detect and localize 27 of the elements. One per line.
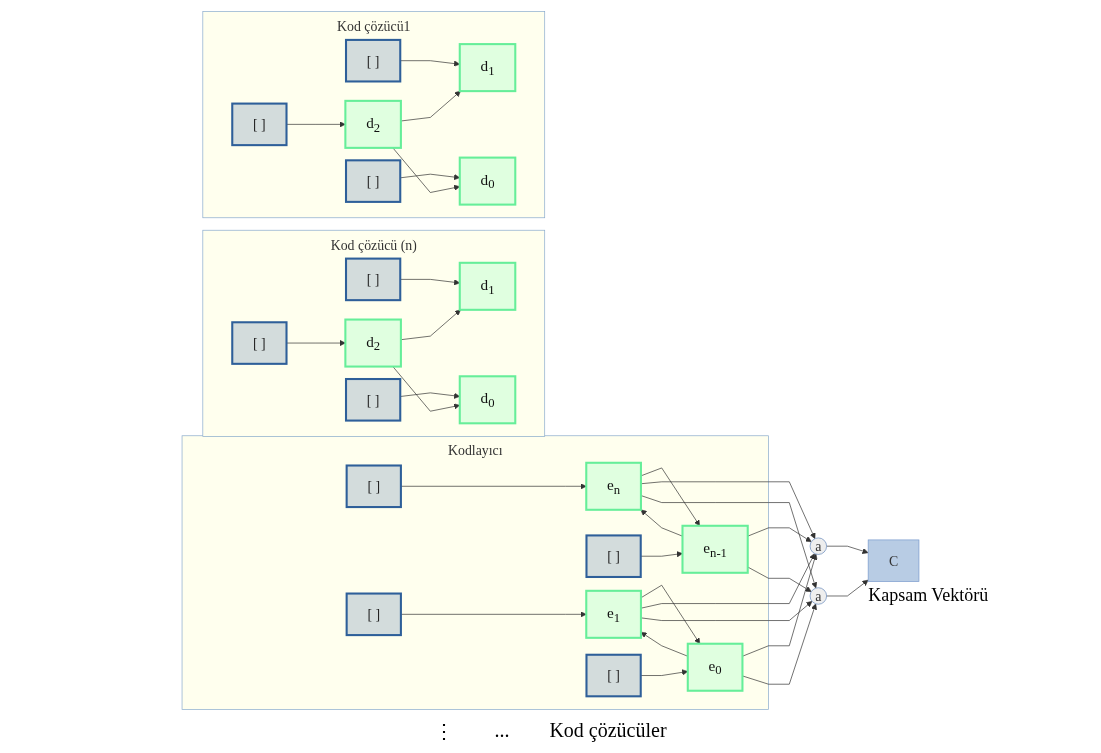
node-box: e$_{n-1}$: [681, 524, 749, 574]
node-box: [ ]: [344, 159, 402, 203]
node-box: d$_{0}$: [458, 375, 517, 425]
node-circle: a: [809, 537, 827, 555]
node-box: d$_{0}$: [458, 156, 517, 206]
node-box: C: [867, 539, 920, 582]
node-box: [ ]: [231, 102, 288, 147]
node-box: [ ]: [585, 534, 642, 578]
node-circle: a: [809, 587, 827, 605]
node-box: [ ]: [345, 464, 402, 509]
node-box: [ ]: [344, 257, 402, 302]
node-box: d$_{2}$: [344, 99, 402, 149]
caption-text: Kapsam Vektörü: [868, 585, 989, 607]
node-box: [ ]: [344, 38, 402, 83]
node-box: [ ]: [344, 377, 402, 422]
note-text: Kod çözücüler: [549, 719, 667, 743]
node-box: e$_{1}$: [585, 589, 642, 639]
node-box: [ ]: [345, 592, 402, 637]
note-text: ⋮: [434, 719, 455, 743]
node-box: [ ]: [231, 321, 288, 365]
node-box: e$_{0}$: [686, 642, 744, 692]
node-box: d$_{1}$: [458, 43, 517, 93]
note-text: ...: [494, 719, 510, 743]
node-box: d$_{1}$: [458, 261, 517, 311]
node-box: [ ]: [585, 653, 642, 698]
node-box: e$_{n}$: [585, 461, 642, 511]
node-box: d$_{2}$: [344, 318, 402, 368]
